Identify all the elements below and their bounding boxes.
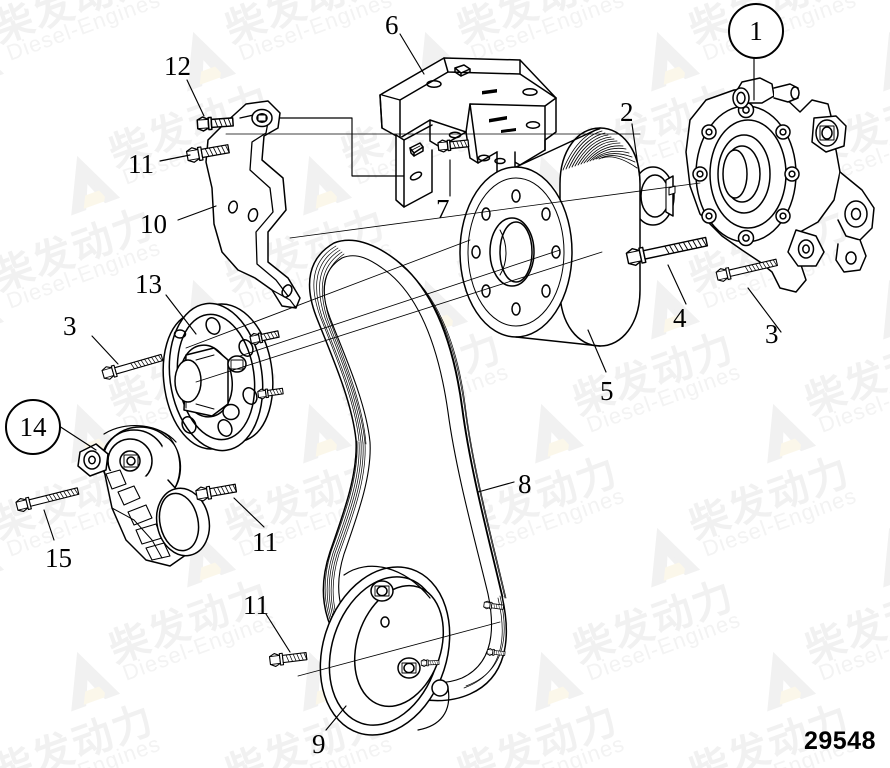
part-14-belt-tensioner <box>77 424 211 567</box>
part-2-seal-ring <box>631 166 676 226</box>
part-1-water-pump-housing <box>685 77 875 293</box>
callout-8[interactable]: 8 <box>518 469 532 499</box>
callout-7[interactable]: 7 <box>436 194 450 224</box>
leader-bracket-link <box>279 117 405 177</box>
leader-12 <box>186 79 205 117</box>
leader-3a <box>91 335 119 365</box>
part-9-idler-pulley <box>319 565 506 736</box>
leader-11c <box>265 613 291 653</box>
callout-9[interactable]: 9 <box>312 729 326 759</box>
leader-6 <box>399 33 425 75</box>
leader-4 <box>667 264 687 305</box>
leader-15 <box>43 509 55 541</box>
callout-2[interactable]: 2 <box>620 97 634 127</box>
part-11-screw-b <box>194 480 238 503</box>
leader-14 <box>55 423 97 451</box>
callout-13[interactable]: 13 <box>135 269 162 299</box>
callout-11-a[interactable]: 11 <box>128 149 154 179</box>
callout-11-c[interactable]: 11 <box>243 590 269 620</box>
callout-3-right[interactable]: 3 <box>765 319 779 349</box>
callout-10[interactable]: 10 <box>140 209 167 239</box>
callout-3-left[interactable]: 3 <box>63 311 77 341</box>
callout-1[interactable]: 1 <box>728 3 784 59</box>
leader-5 <box>587 329 607 373</box>
part-15-screw <box>14 484 81 514</box>
drawing-number: 29548 <box>803 727 876 755</box>
callout-14[interactable]: 14 <box>5 399 61 455</box>
leader-11b <box>233 497 265 528</box>
callout-15[interactable]: 15 <box>45 543 72 573</box>
part-11-screw-c <box>268 649 308 668</box>
callout-5[interactable]: 5 <box>600 376 614 406</box>
leader-10 <box>177 205 217 221</box>
callout-4[interactable]: 4 <box>673 303 687 333</box>
part-10-support-bracket <box>205 100 301 309</box>
leader-11a <box>159 154 191 162</box>
callout-12[interactable]: 12 <box>164 51 191 81</box>
leader-2 <box>631 123 641 181</box>
leader-8 <box>477 481 515 493</box>
leader-3b <box>747 287 782 333</box>
callout-11-b[interactable]: 11 <box>252 527 278 557</box>
part-13-fan-drive-hub <box>162 302 285 452</box>
callout-6[interactable]: 6 <box>385 10 399 40</box>
